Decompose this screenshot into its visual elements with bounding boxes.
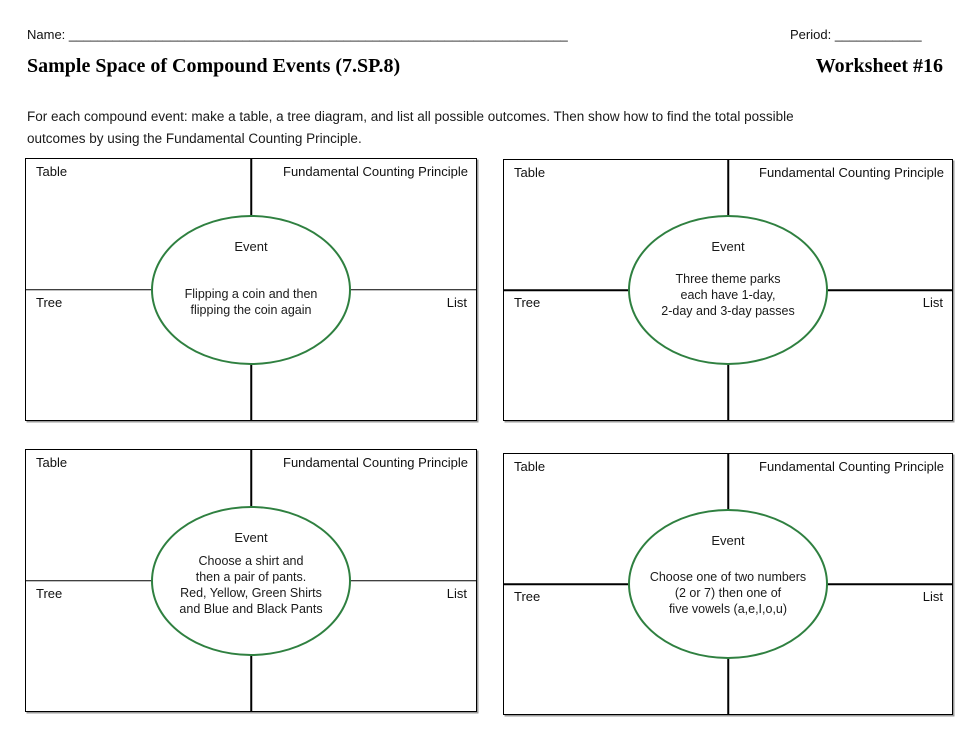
event-ellipse: Event Choose one of two numbers (2 or 7)… [628, 509, 828, 659]
quadrant-label-table: Table [514, 459, 546, 474]
event-heading: Event [234, 529, 268, 545]
period-label: Period: [790, 27, 832, 42]
quadrant-label-list: List [446, 585, 467, 601]
instructions-text: For each compound event: make a table, a… [27, 109, 794, 146]
event-heading: Event [711, 239, 745, 254]
event-box-1: Table Fundamental Counting Principle Tre… [25, 158, 477, 421]
quadrant-label-table: Table [36, 164, 68, 179]
event-description: Three theme parks each have 1-day, 2-day… [661, 272, 795, 318]
event-box-2: Table Fundamental Counting Principle Tre… [503, 159, 953, 421]
quadrant-label-fundamental-counting-principle: Fundamental Counting Principle [759, 165, 944, 180]
event-heading: Event [711, 533, 745, 548]
quadrant-label-fundamental-counting-principle: Fundamental Counting Principle [283, 455, 468, 470]
page-title: Sample Space of Compound Events (7.SP.8) [27, 55, 401, 77]
name-row: Name: __________________________________… [27, 27, 568, 42]
event-ellipse: Event Flipping a coin and then flipping … [151, 214, 351, 365]
event-box-3: Table Fundamental Counting Principle Tre… [25, 449, 477, 712]
period-blank-line: ____________ [834, 27, 922, 42]
event-box-4: Table Fundamental Counting Principle Tre… [503, 453, 953, 715]
quadrant-label-fundamental-counting-principle: Fundamental Counting Principle [283, 164, 468, 179]
quadrant-label-tree: Tree [36, 294, 63, 310]
quadrant-label-table: Table [514, 165, 546, 180]
event-description: Flipping a coin and then flipping the co… [184, 286, 318, 317]
event-ellipse: Event Three theme parks each have 1-day,… [628, 215, 828, 365]
quadrant-label-list: List [446, 294, 467, 310]
event-description: Choose one of two numbers (2 or 7) then … [649, 570, 807, 616]
name-label: Name: [27, 27, 66, 42]
quadrant-label-table: Table [36, 455, 68, 470]
quadrant-label-tree: Tree [36, 585, 63, 601]
quadrant-label-tree: Tree [514, 589, 541, 604]
quadrant-label-list: List [922, 295, 943, 310]
worksheet-number: Worksheet #16 [815, 55, 943, 77]
event-ellipse: Event Choose a shirt and then a pair of … [151, 505, 351, 656]
period-row: Period: ____________ [790, 27, 922, 42]
quadrant-label-fundamental-counting-principle: Fundamental Counting Principle [759, 459, 944, 474]
quadrant-label-tree: Tree [514, 295, 541, 310]
event-heading: Event [234, 238, 268, 254]
event-description: Choose a shirt and then a pair of pants.… [179, 553, 323, 616]
name-blank-line: ________________________________________… [68, 27, 568, 42]
quadrant-label-list: List [922, 589, 943, 604]
